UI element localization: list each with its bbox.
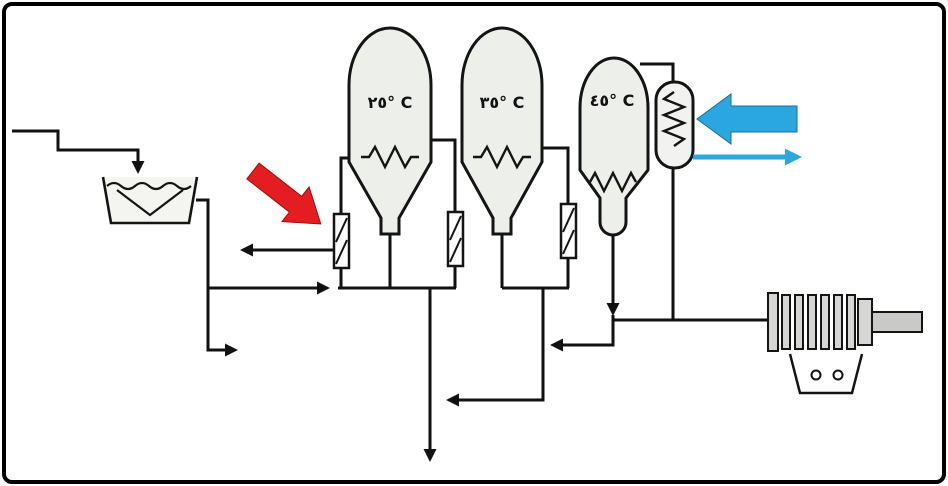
centrifuge-end-plate	[767, 292, 779, 352]
heating-coil-icon	[361, 144, 419, 170]
evaporator-vessel-1: ٢٥° C	[347, 26, 433, 236]
flow-indicator-3-box	[559, 202, 578, 260]
flow-indicator-1-hatch	[335, 239, 348, 265]
condenser	[654, 80, 695, 170]
vessel-3-temp-label: ٤٥° C	[590, 91, 635, 110]
coolant-inlet-arrow-shape	[696, 93, 798, 145]
heating-coil-icon	[588, 170, 638, 194]
centrifuge-rib	[781, 294, 791, 350]
pipe-vapor-vessel3-to-condenser	[640, 62, 675, 83]
feed-tank	[101, 176, 199, 225]
pipe-vapor-vessel1-to-hx2	[431, 138, 457, 212]
pipe-hx1-to-vessel1	[339, 156, 351, 214]
hot-inlet-arrow-icon	[246, 162, 322, 225]
flow-indicator-3	[559, 202, 578, 260]
pipe-feed-inlet	[12, 129, 145, 174]
evaporator-vessel-2: ٣٥° C	[460, 26, 544, 236]
vessel-2-temp-label: ٣٥° C	[480, 93, 525, 112]
pipe-tank-drain	[196, 198, 238, 357]
tank-liquid-wave-icon	[106, 181, 192, 191]
centrifuge-rib	[846, 294, 856, 350]
hot-inlet-arrow-shape	[246, 162, 322, 225]
flow-indicator-2-hatch	[449, 215, 462, 241]
pipe-vapor-vessel2-to-hx3	[542, 146, 570, 204]
condenser-coil-icon	[660, 91, 688, 147]
flow-indicator-2-hatch	[449, 237, 462, 263]
product-drop-icon	[810, 369, 822, 381]
pipes	[12, 62, 770, 462]
centrifuge-rib	[807, 294, 817, 350]
feed-tank-wall	[101, 176, 199, 225]
centrifuge-rib	[833, 294, 843, 350]
evaporator-vessel-3: ٤٥° C	[578, 56, 650, 237]
condenser-body	[654, 80, 695, 170]
vessel-2-body	[460, 26, 544, 236]
flow-indicator-1-box	[332, 212, 351, 270]
flow-indicator-3-hatch	[562, 229, 575, 255]
vessel-1-body	[347, 26, 433, 236]
product-drop-icon	[832, 369, 844, 381]
centrifuge	[767, 292, 923, 395]
pipe-stage3-branch	[550, 315, 615, 352]
tank-funnel-icon	[116, 189, 184, 217]
flow-indicator-1-hatch	[335, 217, 348, 243]
centrifuge-shaft	[871, 311, 923, 333]
coolant-inlet-arrow-icon	[696, 93, 798, 145]
vessel-3-body	[578, 56, 650, 237]
centrifuge-rib	[820, 294, 830, 350]
heating-coil-icon	[473, 144, 531, 170]
flow-indicator-1	[332, 212, 351, 270]
collection-tray	[788, 353, 864, 395]
flow-indicator-2	[446, 210, 465, 268]
flow-indicator-2-box	[446, 210, 465, 268]
vessel-1-temp-label: ٢٥° C	[368, 93, 413, 112]
centrifuge-rib	[794, 294, 804, 350]
centrifuge-hub	[857, 298, 873, 346]
pipe-stage2-drain	[446, 288, 545, 407]
flow-indicator-3-hatch	[562, 207, 575, 233]
